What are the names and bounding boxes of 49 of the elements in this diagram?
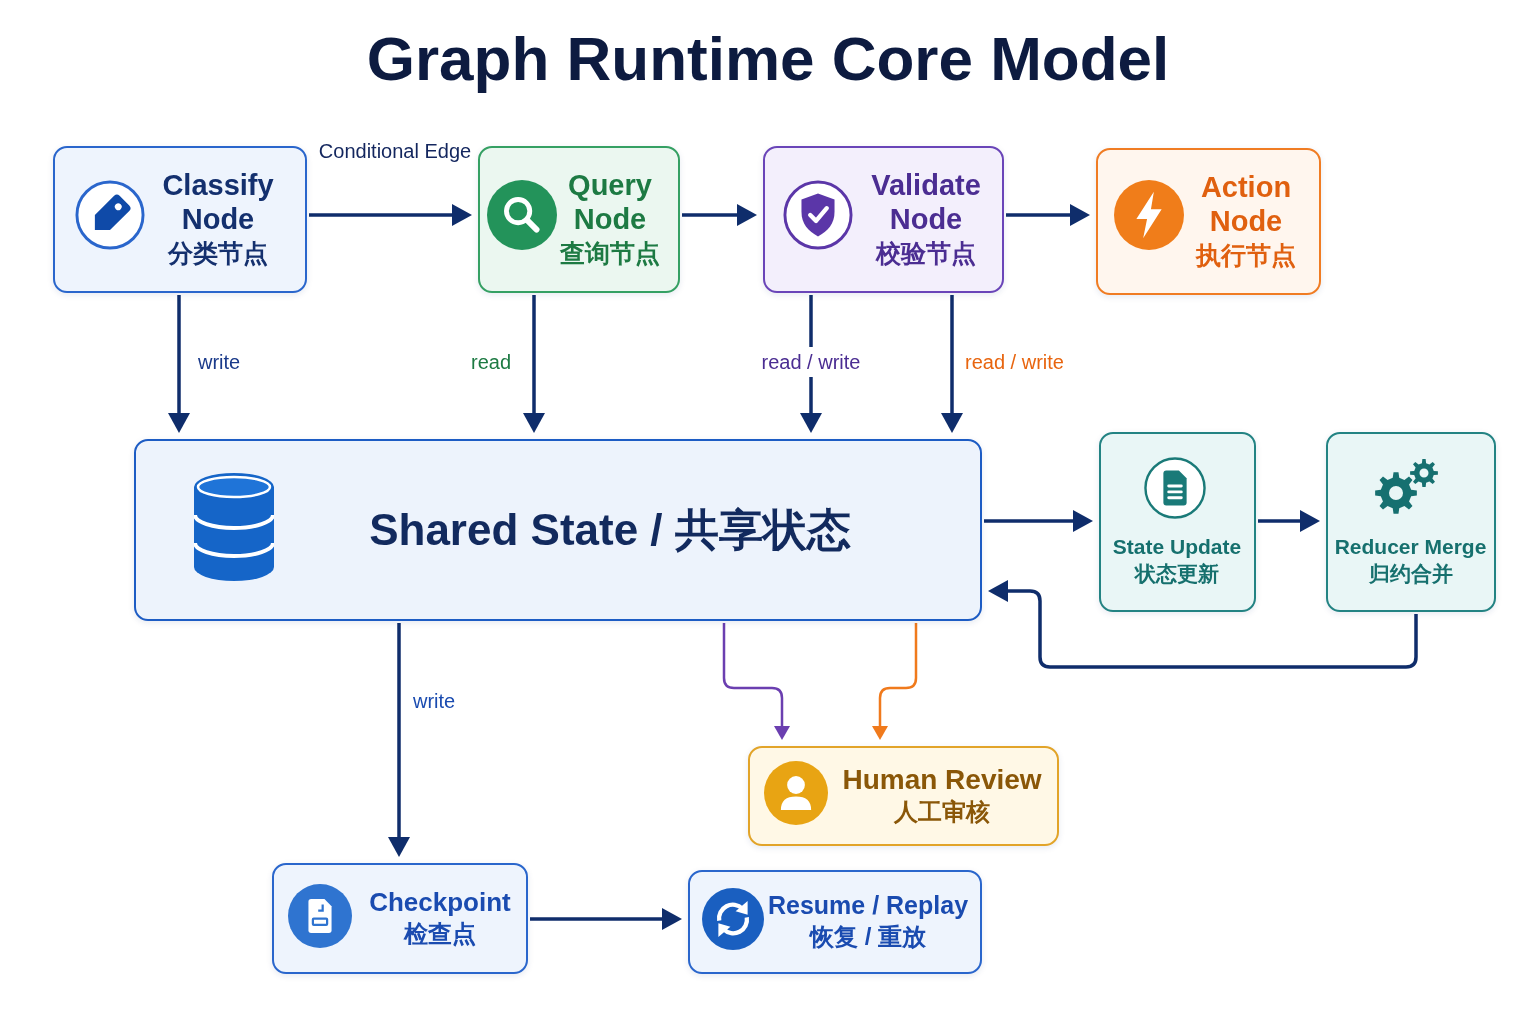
arrow (984, 510, 1093, 532)
node-subtitle: 人工审核 (894, 797, 990, 828)
node-subtitle: 恢复 / 重放 (810, 921, 926, 952)
arrow (1006, 204, 1090, 226)
edge-label: read (470, 350, 511, 374)
edge-label: read / write (965, 350, 1064, 374)
arrow (1258, 510, 1320, 532)
process-box (53, 146, 307, 293)
arrow (988, 580, 1418, 669)
node-subtitle: 分类节点 (168, 237, 268, 269)
arrow (388, 623, 410, 857)
node-title: Checkpoint (369, 887, 511, 918)
node-title: Shared State / 共享状态 (369, 503, 851, 556)
diagram-title: Graph Runtime Core Model (366, 23, 1170, 95)
process-box (272, 863, 528, 974)
node-title: Classify Node (161, 168, 275, 237)
process-box (1099, 432, 1256, 612)
node-subtitle: 检查点 (404, 918, 476, 949)
node-subtitle: 查询节点 (560, 237, 660, 269)
arrow (941, 295, 963, 433)
node-title: State Update (1112, 535, 1242, 560)
node-subtitle: 状态更新 (1135, 560, 1219, 587)
process-box (688, 870, 982, 974)
arrow (872, 623, 918, 740)
arrow (530, 908, 682, 930)
edge-label: write (198, 350, 241, 374)
state-box (134, 439, 982, 621)
process-box (748, 746, 1059, 846)
arrow (800, 295, 822, 433)
node-subtitle: 归约合并 (1368, 560, 1453, 587)
arrow (168, 295, 190, 433)
process-box (763, 146, 1004, 293)
node-title: Reducer Merge (1334, 535, 1487, 560)
node-title: Action Node (1199, 170, 1293, 239)
process-box (1326, 432, 1496, 612)
node-subtitle: 校验节点 (876, 237, 976, 269)
process-box (478, 146, 680, 293)
edge-label: Conditional Edge (318, 139, 472, 163)
arrow (523, 295, 545, 433)
arrow (722, 623, 790, 740)
arrow (682, 204, 757, 226)
edge-label: write (413, 689, 456, 713)
node-title: Resume / Replay (767, 891, 969, 921)
node-title: Validate Node (870, 168, 982, 237)
node-title: Query Node (567, 168, 653, 237)
arrow (309, 204, 472, 226)
node-subtitle: 执行节点 (1196, 239, 1296, 271)
process-box (1096, 148, 1321, 295)
node-title: Human Review (842, 763, 1042, 797)
